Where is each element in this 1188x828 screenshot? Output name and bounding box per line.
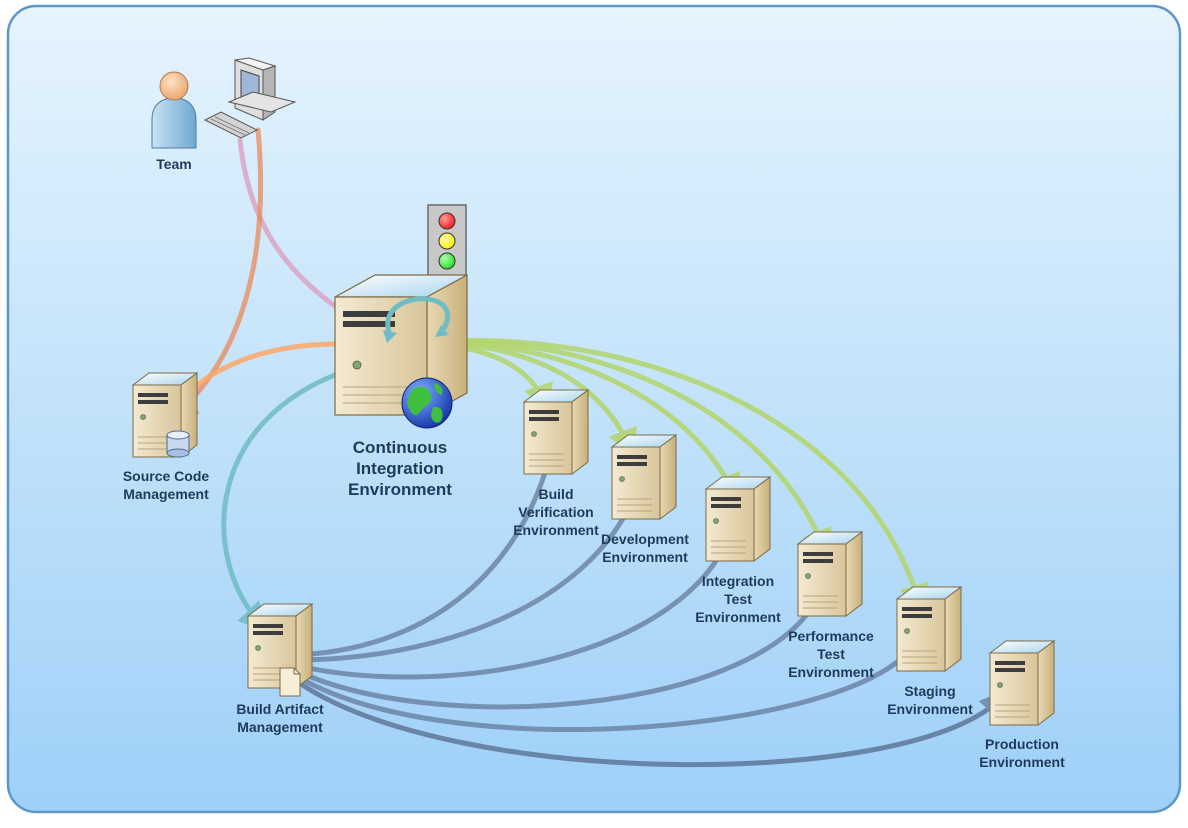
artifact-to-integration-test-arrow [292,516,742,680]
production-server-icon [989,640,1055,726]
development-label: Development Environment [601,531,689,565]
performance-test-label: Performance Test Environment [788,628,874,680]
arrows-layer [167,127,1010,768]
team-label: Team [156,156,192,172]
traffic-light-red [438,212,456,230]
source-code-label: Source Code Management [122,468,210,502]
production-label: Production Environment [979,736,1065,770]
traffic-light-green [438,252,456,270]
artifact-to-staging-arrow [292,627,925,732]
document-icon [279,667,301,697]
globe-icon [401,377,453,429]
traffic-light-yellow [438,232,456,250]
build-verification-label: Build Verification Environment [513,486,599,538]
team-to-scm-arrow [167,127,264,422]
traffic-light-icon [427,204,467,278]
integration-test-server-icon [705,476,771,562]
artifact-to-production-arrow [292,677,1010,768]
artifact-to-performance-test-arrow [292,572,833,710]
database-icon [166,430,190,458]
person-icon [151,71,197,149]
computer-icon [203,57,297,139]
staging-label: Staging Environment [887,683,973,717]
artifact-to-build-verification-arrow [292,438,562,658]
ci-to-staging-arrow [397,338,929,615]
development-server-icon [611,434,677,520]
performance-test-server-icon [797,531,863,617]
staging-server-icon [896,586,962,672]
ci-label: Continuous Integration Environment [348,438,452,499]
build-artifact-label: Build Artifact Management [236,701,324,735]
build-verification-server-icon [523,389,589,475]
integration-test-label: Integration Test Environment [695,573,781,625]
source-code-server-icon [132,372,198,458]
artifact-to-development-arrow [292,480,644,663]
ci-to-artifact-arrow [221,362,368,633]
build-artifact-server-icon [247,603,313,697]
